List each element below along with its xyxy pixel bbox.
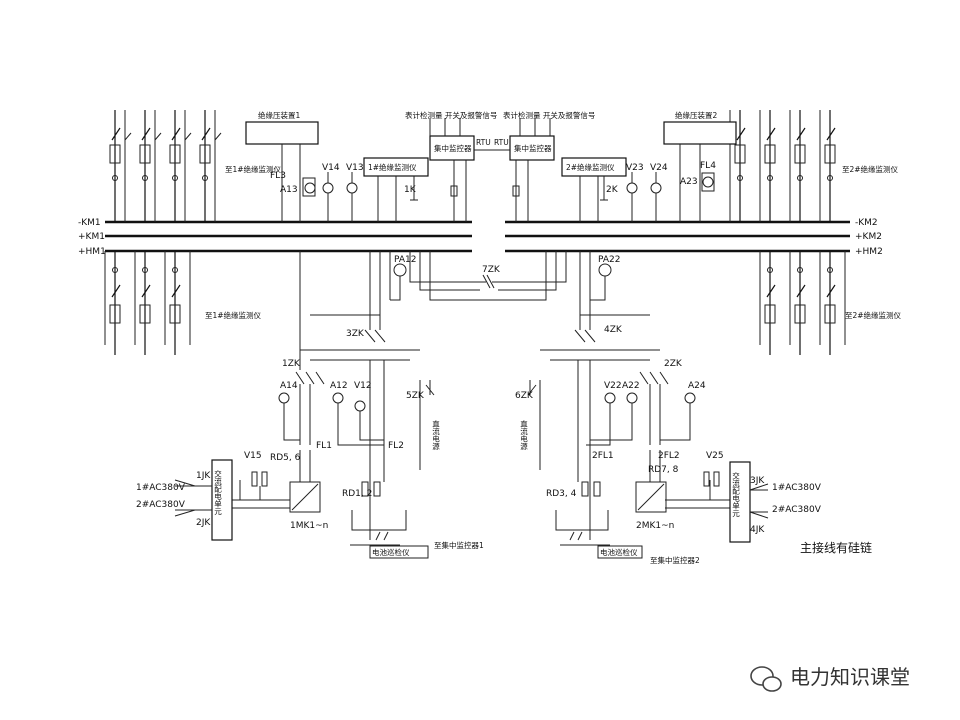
insul-box-right — [561, 157, 627, 177]
note-battery-right: 电池巡检仪 — [600, 547, 638, 557]
label-v13: V13 — [346, 163, 364, 173]
label-3zk: 3ZK — [346, 329, 365, 339]
label-1k: 1K — [404, 185, 417, 195]
ac-unit-box-right — [729, 461, 751, 543]
label-4jk: 4JK — [750, 525, 765, 535]
feeders-top-right — [729, 110, 836, 222]
central-box-left — [429, 135, 475, 161]
label-a12: A12 — [330, 381, 348, 391]
label-v23: V23 — [626, 163, 644, 173]
label-2fl1: 2FL1 — [592, 451, 614, 461]
bus-label-left-1: -KM1 — [78, 218, 101, 228]
label-ac-right-2: 2#AC380V — [772, 505, 822, 515]
note-to-left-upper: 至1#绝缘监测仪 — [225, 164, 282, 174]
voltage-box-right — [663, 121, 737, 145]
label-v15: V15 — [244, 451, 262, 461]
label-2fl2: 2FL2 — [658, 451, 680, 461]
label-2jk: 2JK — [196, 518, 211, 528]
note-dc-sys-right: 直流电源 — [519, 419, 528, 452]
ac-input-lines-right — [749, 483, 769, 519]
lower-left-section — [220, 349, 435, 559]
note-to-central-1: 至集中监控器1 — [434, 540, 484, 550]
label-a14: A14 — [280, 381, 298, 391]
label-ac-left-2: 2#AC380V — [136, 500, 186, 510]
label-2zk: 2ZK — [664, 359, 683, 369]
label-2k: 2K — [606, 185, 619, 195]
label-fl2: FL2 — [388, 441, 404, 451]
label-pa12: PA12 — [394, 255, 416, 265]
label-1jk: 1JK — [196, 471, 211, 481]
note-battery-left: 电池巡检仪 — [372, 547, 410, 557]
top-instruments — [281, 144, 715, 222]
label-4zk: 4ZK — [604, 325, 623, 335]
label-v25: V25 — [706, 451, 724, 461]
wechat-icon — [750, 666, 782, 692]
central-box-right — [509, 135, 555, 161]
label-v22: V22 — [604, 381, 622, 391]
label-v24: V24 — [650, 163, 668, 173]
label-rd12: RD1, 2 — [342, 489, 372, 499]
label-6zk: 6ZK — [515, 391, 534, 401]
note-ac-unit-left: 交流配电单元 — [213, 469, 222, 517]
label-3jk: 3JK — [750, 476, 765, 486]
label-rd56: RD5, 6 — [270, 453, 301, 463]
signal-left-label: 表计检测量 开关及报警信号 — [405, 110, 497, 120]
ac-input-lines-left — [174, 479, 212, 517]
central-box-left-label: 集中监控器 — [434, 143, 472, 153]
label-rd78: RD7, 8 — [648, 465, 679, 475]
note-ac-unit-right: 交流配电单元 — [731, 471, 740, 519]
ac-unit-box-left — [211, 459, 233, 541]
diagram-caption: 主接线有硅链 — [800, 540, 872, 555]
label-a24: A24 — [688, 381, 706, 391]
label-5zk: 5ZK — [406, 391, 425, 401]
label-ac-left-1: 1#AC380V — [136, 483, 186, 493]
voltage-box-right-label: 绝缘压装置2 — [675, 110, 717, 120]
feeders-bottom-right — [759, 251, 846, 355]
rtu-left-label: RTU — [476, 138, 491, 147]
feeders-bottom-left — [104, 251, 191, 355]
feeders-top-left — [109, 110, 222, 222]
bus-bars — [105, 220, 850, 253]
bus-label-right-2: +KM2 — [855, 232, 882, 242]
label-fl1: FL1 — [316, 441, 332, 451]
label-a23: A23 — [680, 177, 698, 187]
bus-label-right-3: +HM2 — [855, 247, 883, 257]
label-pa22: PA22 — [598, 255, 620, 265]
label-7zk: 7ZK — [482, 265, 501, 275]
label-1mk: 1MK1~n — [290, 521, 328, 531]
label-a13: A13 — [280, 185, 298, 195]
rtu-link — [429, 118, 551, 151]
lower-right-section — [527, 349, 740, 559]
label-2mk: 2MK1~n — [636, 521, 674, 531]
bus-label-left-3: +HM1 — [78, 247, 106, 257]
insul-box-right-label: 2#绝缘监测仪 — [566, 162, 615, 172]
central-box-right-label: 集中监控器 — [514, 143, 552, 153]
insul-box-left-label: 1#绝缘监测仪 — [368, 162, 417, 172]
label-a22: A22 — [622, 381, 640, 391]
note-to-central-2: 至集中监控器2 — [650, 555, 700, 565]
tie-section — [299, 251, 650, 370]
voltage-box-left — [245, 121, 319, 145]
note-to-right-lower: 至2#绝缘监测仪 — [845, 310, 902, 320]
voltage-box-left-label: 绝缘压装置1 — [258, 110, 300, 120]
note-to-right-upper: 至2#绝缘监测仪 — [842, 164, 899, 174]
label-rd34: RD3, 4 — [546, 489, 577, 499]
note-dc-sys-left: 直流电源 — [431, 419, 440, 452]
label-v12: V12 — [354, 381, 372, 391]
label-v14: V14 — [322, 163, 340, 173]
label-fl3: FL3 — [270, 171, 286, 181]
bus-label-left-2: +KM1 — [78, 232, 105, 242]
label-fl4: FL4 — [700, 161, 716, 171]
rtu-right-label: RTU — [494, 138, 509, 147]
bus-label-right-1: -KM2 — [855, 218, 878, 228]
label-ac-right-1: 1#AC380V — [772, 483, 822, 493]
watermark-text: 电力知识课堂 — [790, 665, 910, 689]
note-to-left-lower: 至1#绝缘监测仪 — [205, 310, 262, 320]
signal-right-label: 表计检测量 开关及报警信号 — [503, 110, 595, 120]
label-1zk: 1ZK — [282, 359, 301, 369]
